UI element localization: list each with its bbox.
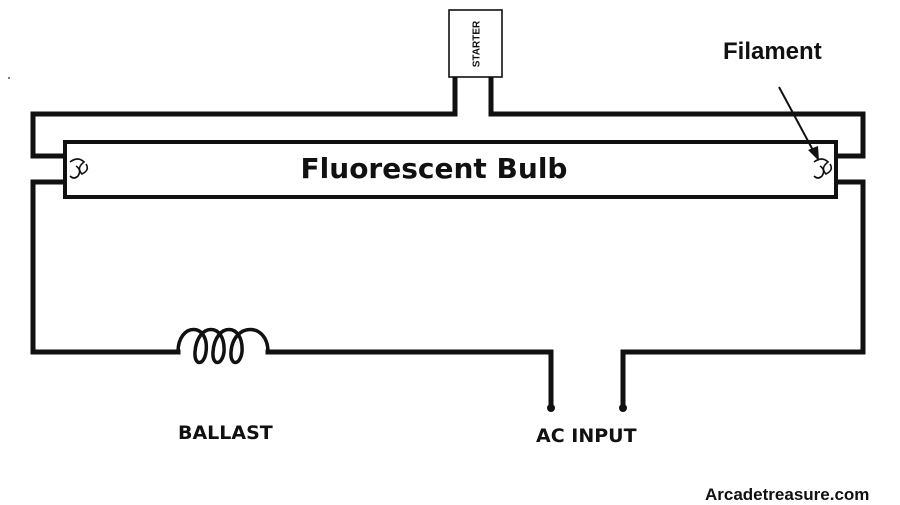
starter: STARTER bbox=[448, 9, 503, 86]
ballast-label: BALLAST bbox=[178, 422, 273, 444]
ac-terminal-right bbox=[619, 404, 627, 412]
starter-label: STARTER bbox=[472, 20, 483, 67]
filament-label: Filament bbox=[723, 38, 822, 65]
fluorescent-tube bbox=[63, 140, 838, 199]
ballast-coil bbox=[176, 327, 270, 365]
filament-arrow bbox=[778, 86, 819, 161]
left-filament bbox=[69, 158, 89, 179]
top-wire-right bbox=[488, 77, 866, 159]
ac-input-label: AC INPUT bbox=[536, 425, 637, 447]
bottom-wire-middle bbox=[265, 349, 554, 407]
bottom-wire-left bbox=[30, 179, 181, 355]
ac-terminal-left bbox=[547, 404, 555, 412]
top-wire-left bbox=[30, 77, 458, 159]
credit-label: Arcadetreasure.com bbox=[705, 485, 869, 504]
bottom-wire-right bbox=[620, 179, 866, 407]
stray-dot bbox=[8, 77, 10, 79]
right-filament bbox=[813, 158, 833, 179]
bulb-label: Fluorescent Bulb bbox=[301, 152, 568, 185]
